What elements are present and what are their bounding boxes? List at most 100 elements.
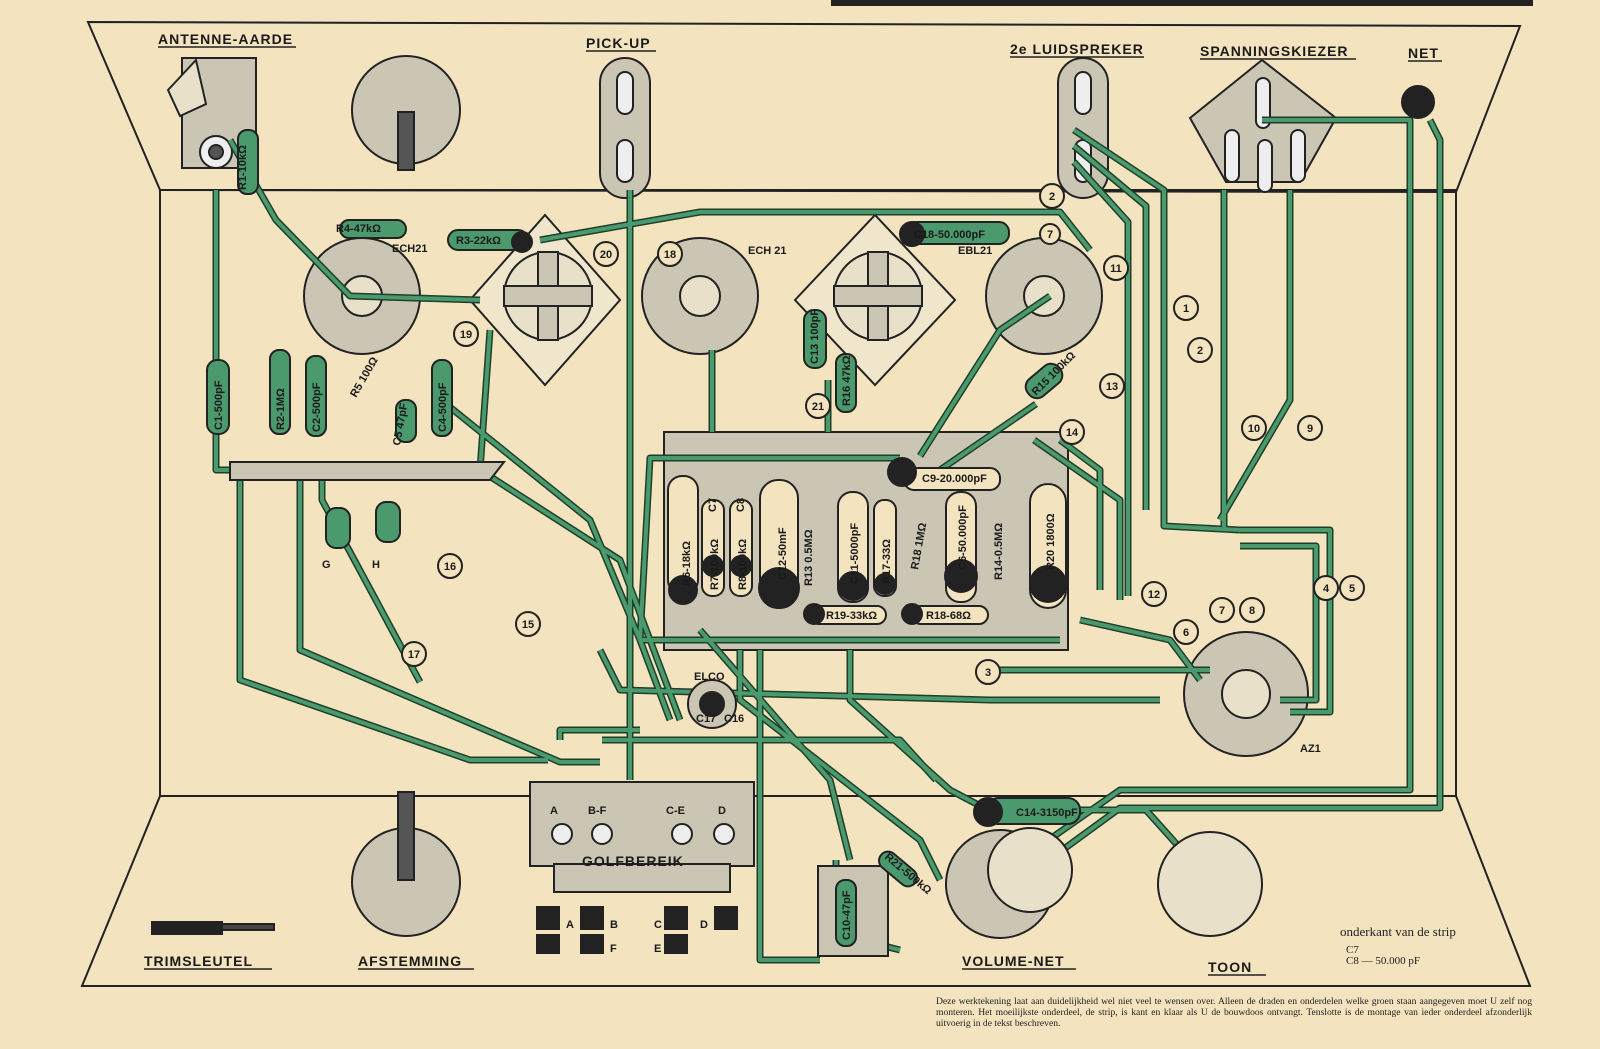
label-afstemming: AFSTEMMING	[358, 953, 462, 969]
label-h: H	[372, 559, 380, 571]
label-volume-net: VOLUME-NET	[962, 953, 1065, 969]
number-13: 13	[1106, 381, 1118, 393]
r6-label: R6-18kΩ	[681, 541, 693, 586]
number-12: 12	[1148, 589, 1160, 601]
switch-pictograms	[536, 906, 738, 954]
label-toon: TOON	[1208, 959, 1252, 975]
number-20: 20	[600, 249, 612, 261]
c14-label: C14-3150pF	[1016, 807, 1078, 819]
label-ech21-left: ECH21	[392, 243, 427, 255]
wires	[214, 118, 1442, 962]
label-trimsleutel: TRIMSLEUTEL	[144, 953, 253, 969]
tone-knob	[1157, 831, 1263, 937]
number-16: 16	[444, 561, 456, 573]
tube-sockets	[303, 213, 1309, 757]
c10-label: C10-47pF	[841, 890, 853, 940]
label-sw-d: D	[700, 919, 708, 931]
number-17: 17	[408, 649, 420, 661]
number-labels: 1 2 3 4 5 6 7 8 9 10 11 12 13 14 15 16 1…	[408, 191, 1355, 679]
number-18: 18	[664, 249, 676, 261]
r19-label: R19-33kΩ	[826, 610, 877, 622]
mains-cable	[1401, 85, 1435, 119]
strip-parts	[667, 457, 1067, 625]
number-3: 3	[985, 667, 991, 679]
label-luidspreker: 2e LUIDSPREKER	[1010, 41, 1144, 57]
top-controls	[166, 55, 1435, 199]
number-8: 8	[1249, 605, 1255, 617]
number-21: 21	[812, 401, 824, 413]
band-switch	[529, 781, 755, 867]
r18b-label: R18-68Ω	[926, 610, 971, 622]
label-sw-f: F	[610, 943, 617, 955]
c17-label: C17	[696, 713, 716, 725]
number-10: 10	[1248, 423, 1260, 435]
number-19: 19	[460, 329, 472, 341]
number-5: 5	[1349, 583, 1355, 595]
label-antenne: ANTENNE-AARDE	[158, 31, 293, 47]
label-switch-bf: B-F	[588, 805, 607, 817]
number-7-top: 7	[1047, 229, 1053, 241]
number-6: 6	[1183, 627, 1189, 639]
r17-label: R17-33Ω	[881, 539, 893, 584]
trim-key	[151, 921, 223, 935]
label-pickup: PICK-UP	[586, 35, 651, 51]
strip-note-values: C7 C8 — 50.000 pF	[1346, 945, 1420, 967]
r3-label: R3-22kΩ	[456, 235, 501, 247]
c18-label: C18-50.000pF	[914, 229, 985, 241]
label-sw-b: B	[610, 919, 618, 931]
label-spanningskiezer: SPANNINGSKIEZER	[1200, 43, 1349, 59]
r16-label: R16 47kΩ	[841, 355, 853, 406]
label-elco: ELCO	[694, 671, 725, 683]
r1-label: R1-10kΩ	[237, 145, 249, 190]
c6-label: C6-50.000pF	[957, 505, 969, 570]
label-ebl21: EBL21	[958, 245, 992, 257]
label-sw-e: E	[654, 943, 661, 955]
c8-label: C8	[735, 498, 747, 512]
label-switch-ce: C-E	[666, 805, 685, 817]
strip-note-title: onderkant van de strip	[1340, 924, 1456, 939]
r4-label: R4-47kΩ	[336, 223, 381, 235]
label-switch-d: D	[718, 805, 726, 817]
c7-label: C7	[707, 498, 719, 512]
r14-label: R14-0.5MΩ	[993, 523, 1005, 580]
strip-c7: C7	[1346, 944, 1359, 956]
label-net: NET	[1408, 45, 1439, 61]
number-7: 7	[1219, 605, 1225, 617]
r2-label: R2-1MΩ	[275, 388, 287, 430]
c1-label: C1-500pF	[213, 380, 225, 430]
number-11: 11	[1110, 263, 1122, 275]
number-9: 9	[1307, 423, 1313, 435]
c4-label: C4-500pF	[437, 382, 449, 432]
number-14: 14	[1066, 427, 1079, 439]
r7-label: R7-100kΩ	[709, 539, 721, 590]
c16-label: C16	[724, 713, 744, 725]
number-15: 15	[522, 619, 534, 631]
c2-label: C2-500pF	[311, 382, 323, 432]
bottom-controls	[151, 679, 1263, 957]
label-sw-a: A	[566, 919, 574, 931]
label-az1: AZ1	[1300, 743, 1321, 755]
number-1: 1	[1183, 303, 1189, 315]
description-note: Deze werktekening laat aan duidelijkheid…	[936, 996, 1532, 1029]
c9-label: C9-20.000pF	[922, 473, 987, 485]
label-switch-a: A	[550, 805, 558, 817]
number-4: 4	[1323, 583, 1330, 595]
chassis-outline	[80, 0, 1533, 987]
r5-label: R5 100Ω	[348, 355, 381, 400]
number-markers	[401, 183, 1365, 685]
terminal-strip	[229, 461, 507, 481]
strip-value: — 50.000 pF	[1361, 955, 1420, 967]
label-ech21-mid: ECH 21	[748, 245, 787, 257]
c13-label: C13 100pF	[809, 309, 821, 364]
number-2: 2	[1197, 345, 1203, 357]
label-golfbereik: GOLFBEREIK	[582, 853, 684, 869]
pickup-socket	[599, 57, 651, 199]
strip-c8: C8	[1346, 955, 1359, 967]
r13-label: R13 0.5MΩ	[803, 529, 815, 586]
label-sw-c: C	[654, 919, 662, 931]
c11-label: C11-5000pF	[849, 523, 861, 584]
number-2-top: 2	[1049, 191, 1055, 203]
label-g: G	[322, 559, 331, 571]
